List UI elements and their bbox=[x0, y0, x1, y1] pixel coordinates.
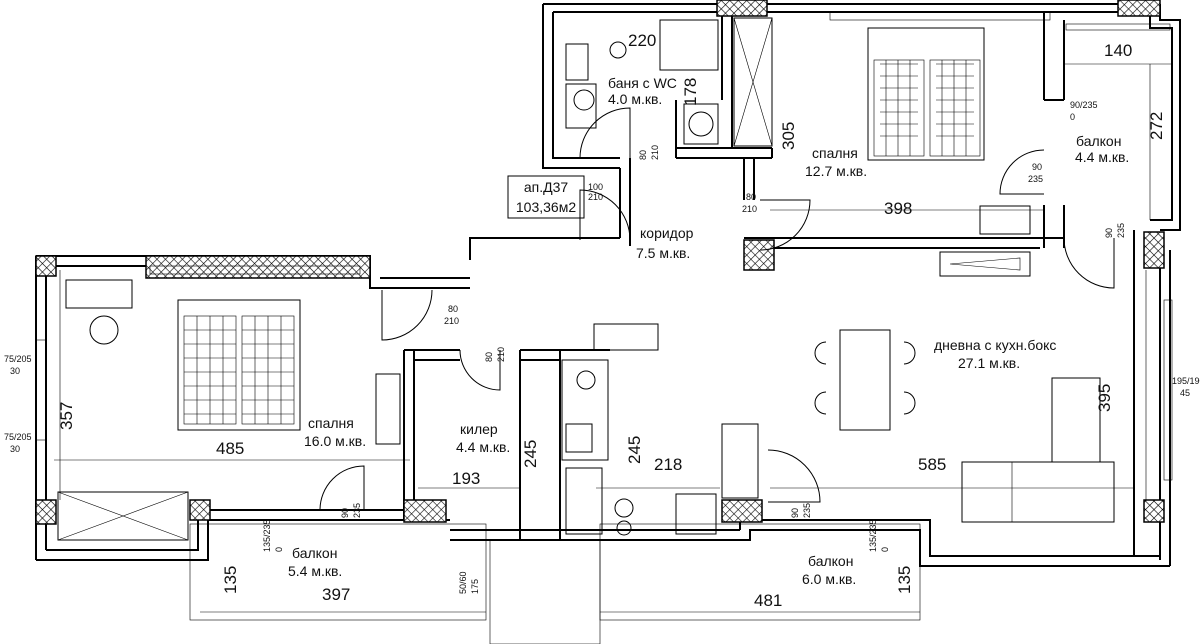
opening-codes: 90/235 0 90 235 80 210 100 210 80 210 80… bbox=[4, 100, 1200, 594]
desk-and-chair bbox=[65, 279, 133, 345]
room-name-living: дневна с кухн.бокс bbox=[934, 337, 1056, 353]
opening-code: 90 bbox=[1104, 228, 1114, 238]
room-area-bedroom-left: 16.0 м.кв. bbox=[304, 433, 366, 449]
dim-label: 305 bbox=[779, 122, 798, 150]
room-area-corridor: 7.5 м.кв. bbox=[636, 245, 690, 261]
sofa bbox=[961, 377, 1115, 523]
opening-code: 90 bbox=[1032, 162, 1042, 172]
dim-label: 218 bbox=[654, 455, 682, 474]
dim-label: 481 bbox=[754, 591, 782, 610]
dim-label: 178 bbox=[681, 78, 700, 106]
room-name-balcony-br: балкон bbox=[808, 553, 853, 569]
dim-label: 485 bbox=[216, 439, 244, 458]
opening-code: 235 bbox=[802, 503, 812, 518]
opening-code: 80 bbox=[746, 192, 756, 202]
room-name-balcony-tr: балкон bbox=[1076, 133, 1121, 149]
opening-code: 235 bbox=[352, 503, 362, 518]
opening-code: 30 bbox=[10, 366, 20, 376]
wardrobe-left bbox=[57, 491, 189, 541]
dim-label: 220 bbox=[628, 31, 656, 50]
dim-label: 245 bbox=[521, 440, 540, 468]
apartment-label: ап.Д37 103,36м2 bbox=[507, 175, 585, 219]
opening-code: 100 bbox=[588, 182, 603, 192]
opening-code: 235 bbox=[1116, 223, 1126, 238]
opening-code: 30 bbox=[10, 444, 20, 454]
opening-code: 90/235 bbox=[1070, 100, 1098, 110]
dim-label: 585 bbox=[918, 455, 946, 474]
dim-label: 140 bbox=[1104, 41, 1132, 60]
room-area-bedroom-top: 12.7 м.кв. bbox=[805, 163, 867, 179]
opening-code: 210 bbox=[444, 316, 459, 326]
opening-code: 80 bbox=[638, 150, 648, 160]
opening-code: 235 bbox=[1028, 174, 1043, 184]
dim-label: 193 bbox=[452, 469, 480, 488]
room-name-bath: баня с WC bbox=[608, 75, 677, 91]
opening-code: 210 bbox=[496, 347, 506, 362]
opening-code: 0 bbox=[1070, 112, 1075, 122]
room-name-closet: килер bbox=[460, 421, 498, 437]
room-name-bedroom-top: спалня bbox=[812, 145, 858, 161]
opening-code: 210 bbox=[650, 145, 660, 160]
room-name-bedroom-left: спалня bbox=[308, 415, 354, 431]
opening-code: 175 bbox=[470, 579, 480, 594]
opening-code: 135/235 bbox=[262, 519, 272, 552]
room-area-balcony-tr: 4.4 м.кв. bbox=[1075, 149, 1129, 165]
structural-columns bbox=[35, 0, 1165, 525]
room-area-balcony-bl: 5.4 м.кв. bbox=[288, 563, 342, 579]
opening-code: 195/190 bbox=[1172, 376, 1200, 386]
opening-code: 45 bbox=[1180, 388, 1190, 398]
opening-code: 0 bbox=[880, 547, 890, 552]
opening-code: 80 bbox=[484, 352, 494, 362]
opening-code: 75/205 bbox=[4, 354, 32, 364]
apartment-id: ап.Д37 bbox=[524, 179, 569, 195]
opening-code: 50/60 bbox=[458, 571, 468, 594]
opening-code: 90 bbox=[790, 508, 800, 518]
room-area-bath: 4.0 м.кв. bbox=[608, 91, 662, 107]
dim-label: 135 bbox=[221, 566, 240, 594]
dim-label: 397 bbox=[322, 585, 350, 604]
opening-code: 80 bbox=[448, 304, 458, 314]
room-name-balcony-bl: балкон bbox=[292, 545, 337, 561]
dim-label: 357 bbox=[57, 402, 76, 430]
opening-code: 135/235 bbox=[868, 519, 878, 552]
dining-table bbox=[814, 329, 916, 431]
dimension-labels: 220 178 305 140 272 398 357 485 193 245 … bbox=[57, 31, 1166, 610]
bathroom-fixtures bbox=[565, 19, 719, 145]
apartment-area: 103,36м2 bbox=[516, 199, 576, 215]
opening-code: 0 bbox=[274, 547, 284, 552]
kitchen-units bbox=[561, 323, 759, 536]
dimension-lines bbox=[54, 63, 1172, 613]
room-area-closet: 4.4 м.кв. bbox=[456, 439, 510, 455]
dim-label: 395 bbox=[1095, 384, 1114, 412]
dim-label: 398 bbox=[884, 199, 912, 218]
dim-label: 245 bbox=[625, 436, 644, 464]
balcony-rails bbox=[189, 523, 921, 621]
tv-unit bbox=[375, 205, 1031, 445]
room-area-living: 27.1 м.кв. bbox=[958, 355, 1020, 371]
room-area-balcony-br: 6.0 м.кв. bbox=[802, 571, 856, 587]
bed-top bbox=[867, 27, 985, 161]
room-labels: баня с WC 4.0 м.кв. спалня 12.7 м.кв. ба… bbox=[288, 75, 1129, 587]
wardrobe-top bbox=[733, 17, 773, 147]
opening-code: 210 bbox=[742, 204, 757, 214]
room-name-corridor: коридор bbox=[640, 225, 694, 241]
opening-code: 210 bbox=[588, 192, 603, 202]
windows bbox=[35, 11, 1173, 644]
dim-label: 272 bbox=[1147, 112, 1166, 140]
opening-code: 75/205 bbox=[4, 432, 32, 442]
bed-left bbox=[177, 299, 301, 431]
dim-label: 135 bbox=[895, 566, 914, 594]
opening-code: 90 bbox=[340, 508, 350, 518]
doors bbox=[319, 107, 1115, 511]
